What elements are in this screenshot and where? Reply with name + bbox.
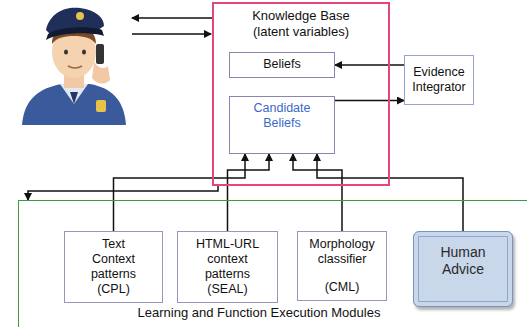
integrator-box: Evidence Integrator (404, 55, 474, 105)
node-label: Learning and Function Execution Modules (19, 305, 499, 321)
officer-figure (22, 8, 126, 125)
connector-arrow (317, 154, 463, 231)
module-box: HTML-URL context patterns (SEAL) (177, 231, 278, 303)
module-region: Learning and Function Execution Modules T… (18, 200, 527, 327)
dialog-arrow (132, 17, 212, 19)
connector-arrow (335, 100, 404, 102)
node-label: Morphology classifier (301, 237, 383, 267)
node-label: (CML) (325, 280, 360, 295)
node-label: Text Context patterns (CPL) (84, 237, 144, 297)
knowledge-base-box: Knowledge Base (latent variables) Beliefs… (212, 2, 390, 186)
connector-arrow (28, 186, 218, 200)
connector-arrow (335, 64, 404, 66)
node-label: Beliefs (233, 57, 331, 72)
node-label: Candidate Beliefs (242, 101, 322, 131)
node-label: Human Advice (428, 244, 498, 278)
beliefs-box: Beliefs (229, 52, 335, 78)
module-box: Morphology classifier (CML) (297, 231, 387, 301)
candidate-beliefs-box: Candidate Beliefs (229, 96, 335, 154)
node-label: HTML-URL context patterns (SEAL) (193, 237, 263, 297)
connector-arrow (228, 154, 270, 231)
node-label: Evidence Integrator (408, 65, 470, 95)
advice-box: Human Advice (413, 231, 513, 307)
dialog-arrow (132, 33, 211, 35)
connector-arrow (114, 154, 246, 231)
node-label: Knowledge Base (latent variables) (236, 8, 366, 39)
module-box: Text Context patterns (CPL) (64, 231, 163, 303)
